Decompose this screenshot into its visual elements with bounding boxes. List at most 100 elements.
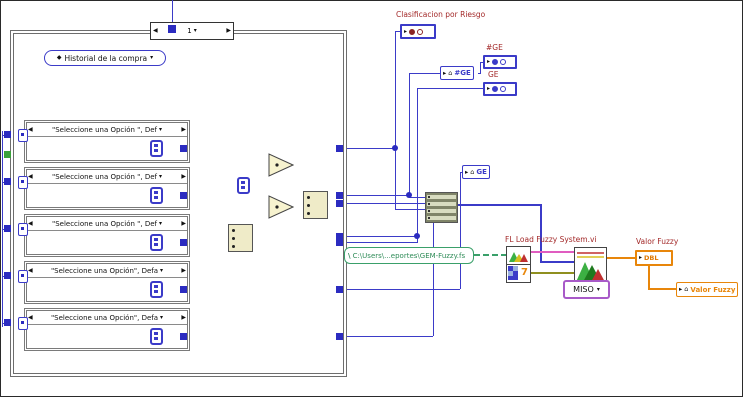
tunnel [336,333,343,340]
valor-fuzzy-label: Valor Fuzzy [636,237,679,246]
case-selector[interactable]: ◀ "Seleccione una Opción", Defa▾ ▶ [27,264,187,278]
wire-junction [392,145,398,151]
case-selector-label: "Seleccione una Opción ", Def [51,172,157,181]
case-selector[interactable]: ◀ "Seleccione una Opción", Defa▾ ▶ [27,311,187,325]
ge-count-indicator-terminal[interactable]: ▸ [483,55,517,69]
case-dropdown-icon[interactable]: ▾ [159,125,163,133]
local-variable-valor-fuzzy[interactable]: ▸ ⌂ Valor Fuzzy [676,282,739,297]
next-case-icon[interactable]: ▶ [181,125,186,133]
case-selector[interactable]: ◀ "Seleccione una Opción ", Def▾ ▶ [27,123,187,137]
wire-path [465,254,507,256]
error-cluster-vi-icon[interactable]: 7 [506,264,531,283]
tunnel [18,176,28,189]
fs-file-path-constant[interactable]: \ C:\Users\...eportes\GEM-Fuzzy.fs [344,247,474,264]
case-dropdown-icon[interactable]: ▾ [193,27,197,34]
wire-array [540,261,575,263]
path-glyph-icon: \ [348,251,351,260]
local-variable-ge[interactable]: ▸ ⌂ GE [462,165,490,179]
case-selector[interactable]: ◀ "Seleccione una Opción ", Def▾ ▶ [27,170,187,184]
tunnel [18,223,28,236]
valor-fuzzy-indicator-terminal[interactable]: ▸ DBL [635,250,673,266]
build-array-node[interactable] [425,192,458,223]
case-structure-frame[interactable]: ◀ "Seleccione una Opción", Defa▾ ▶ [24,261,190,304]
comparison-node[interactable] [268,153,294,177]
numeric-conversion-node[interactable] [150,328,163,345]
next-case-icon[interactable]: ▶ [181,266,186,274]
ring-dropdown-icon[interactable]: ▾ [596,285,600,293]
terminal-arrow-icon: ▸ [404,27,408,35]
terminal-arrow-icon: ▸ [487,85,491,92]
tunnel [336,239,343,246]
compound-arithmetic-node[interactable] [303,191,328,219]
tunnel [336,233,343,240]
case-dropdown-icon[interactable]: ▾ [160,313,164,321]
historial-combo-constant[interactable]: ◆ Historial de la compra ▾ [44,50,166,66]
tunnel [180,286,187,293]
prev-case-icon[interactable]: ◀ [28,219,33,227]
wire [480,62,481,74]
prev-case-icon[interactable]: ◀ [28,125,33,133]
historial-combo-label: Historial de la compra [64,53,148,63]
numeric-conversion-node[interactable] [150,281,163,298]
compound-arithmetic-node[interactable] [228,224,253,252]
case-selector-label: "Seleccione una Opción ", Def [51,219,157,228]
wire-error [530,272,575,274]
numeric-conversion-node[interactable] [150,140,163,157]
clasificacion-indicator-terminal[interactable]: ▸ [400,24,436,39]
wire [326,203,425,204]
next-case-icon[interactable]: ▶ [181,313,186,321]
local-variable-ge-count[interactable]: ▸ ⌂ #GE [440,66,474,80]
next-case-icon[interactable]: ▶ [181,219,186,227]
tunnel [336,145,343,152]
case-structure-frame[interactable]: ◀ "Seleccione una Opción ", Def▾ ▶ [24,167,190,210]
ge-label: GE [488,70,499,79]
tunnel [180,239,187,246]
prev-case-icon[interactable]: ◀ [153,27,158,34]
tunnel [180,192,187,199]
numeric-conversion-node[interactable] [150,187,163,204]
case-structure-frame[interactable]: ◀ "Seleccione una Opción ", Def▾ ▶ [24,120,190,163]
prev-case-icon[interactable]: ◀ [28,266,33,274]
fl-load-fuzzy-system-vi-icon[interactable] [506,246,531,265]
combo-dropdown-icon[interactable]: ▾ [150,54,154,61]
wire-output [606,257,636,259]
prev-case-icon[interactable]: ◀ [28,313,33,321]
next-case-icon[interactable]: ▶ [226,27,231,34]
case-selector[interactable]: ◀ "Seleccione una Opción ", Def▾ ▶ [27,217,187,231]
case-structure-frame[interactable]: ◀ "Seleccione una Opción", Defa▾ ▶ [24,308,190,351]
tunnel-green [4,151,11,158]
case-structure-frame[interactable]: ◀ "Seleccione una Opción ", Def▾ ▶ [24,214,190,257]
fl-load-vi-label: FL Load Fuzzy System.vi [505,235,597,244]
outer-case-label: 1 [187,27,192,35]
case-selector-label: "Seleccione una Opción", Defa [50,313,159,322]
fl-fuzzy-controller-vi-icon[interactable] [574,247,607,286]
miso-label: MISO [573,285,594,294]
wire-output [648,263,650,290]
comparison-node[interactable] [268,195,294,219]
combo-diamond-icon: ◆ [56,54,62,61]
wire-array [540,204,542,263]
tunnel [18,317,28,330]
tunnel [336,192,343,199]
prev-case-icon[interactable]: ◀ [28,172,33,180]
case-dropdown-icon[interactable]: ▾ [159,219,163,227]
miso-ring-constant[interactable]: MISO ▾ [563,280,610,299]
numeric-constant[interactable] [237,177,250,194]
wire [418,88,483,89]
local-arrow-icon: ▸ [465,167,469,176]
outer-case-selector[interactable]: ◀ 1 ▾ ▶ [150,22,234,40]
numeric-conversion-node[interactable] [150,234,163,251]
case-dropdown-icon[interactable]: ▾ [159,172,163,180]
case-dropdown-icon[interactable]: ▾ [160,266,164,274]
wire-junction [406,192,412,198]
error-digit: 7 [521,267,528,278]
wire [460,172,463,173]
ge-indicator-terminal[interactable]: ▸ [483,82,517,96]
wire-fuzzy-system [530,251,575,253]
next-case-icon[interactable]: ▶ [181,172,186,180]
tunnel [180,333,187,340]
wire-output [648,288,677,290]
tunnel [4,319,11,326]
tunnel [180,145,187,152]
